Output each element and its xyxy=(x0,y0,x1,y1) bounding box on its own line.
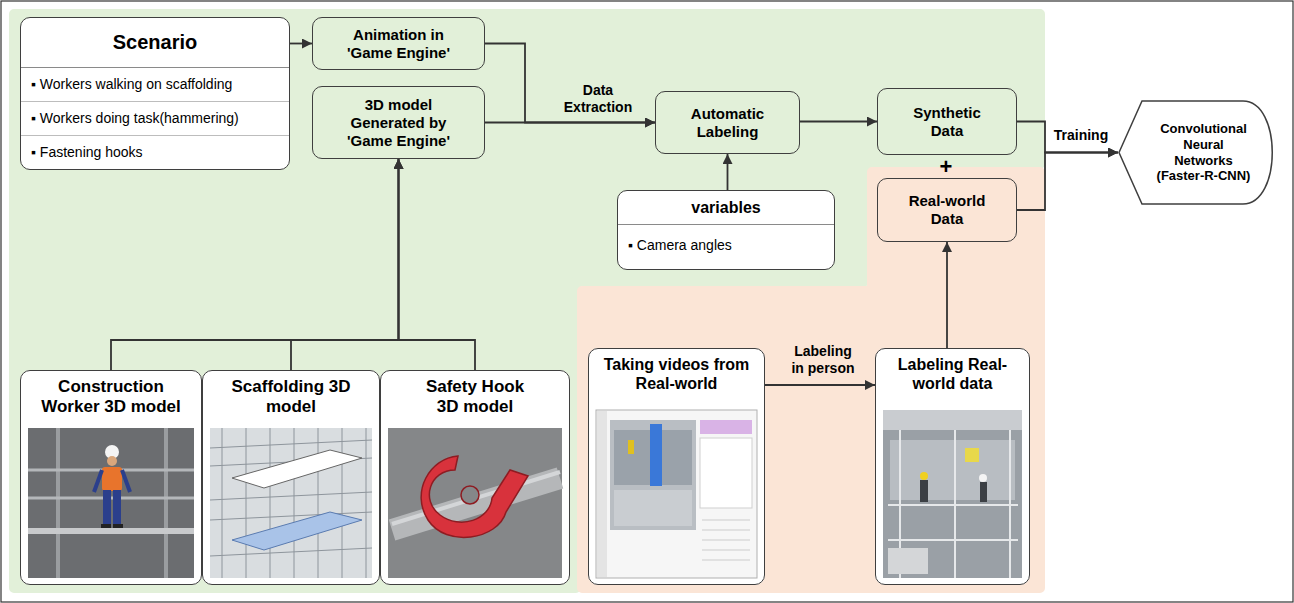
data-box: Real-world Data xyxy=(877,178,1017,242)
box-text: Safety Hook 3D model xyxy=(420,377,530,418)
scaffolding-illustration xyxy=(210,428,372,578)
connector-arrow xyxy=(111,159,399,370)
connector-arrow xyxy=(946,242,948,348)
edge-label: Labeling in person xyxy=(780,343,866,377)
process-box: 3D model Generated by 'Game Engine' xyxy=(312,86,485,159)
process-box: Automatic Labeling xyxy=(655,91,800,154)
box-text: Animation in 'Game Engine' xyxy=(336,26,461,62)
connector-arrow xyxy=(485,122,655,124)
list-item: ▪ Fastening hooks xyxy=(21,136,289,169)
synthetic-region xyxy=(14,14,1040,588)
edge-label: Training xyxy=(1050,127,1112,144)
worker-illustration xyxy=(28,428,194,578)
model-display-shape: Convolutional Neural Networks (Faster-R-… xyxy=(1118,100,1283,205)
plus-sign: + xyxy=(936,156,956,178)
model-box: Construction Worker 3D model xyxy=(20,370,202,585)
list-item: ▪ Camera angles xyxy=(618,225,834,266)
connector-arrow xyxy=(1017,122,1118,153)
box-text: Taking videos from Real-world xyxy=(599,355,754,393)
connector-arrow xyxy=(291,159,399,370)
photo-illustration xyxy=(883,410,1022,578)
data-box: Synthetic Data xyxy=(877,88,1017,155)
edge-label: Data Extraction xyxy=(548,82,648,116)
box-text: Scaffolding 3D model xyxy=(216,377,366,418)
list-heading: Scenario xyxy=(21,18,289,68)
box-fill xyxy=(875,348,1030,585)
scenario-box: Scenario▪ Workers walking on scaffolding… xyxy=(20,17,290,170)
box-text: Labeling Real-world data xyxy=(885,355,1020,393)
model-box: Safety Hook 3D model xyxy=(380,370,570,585)
hook-illustration xyxy=(388,428,562,578)
model-box: Scaffolding 3D model xyxy=(202,370,380,585)
box-fill xyxy=(20,370,202,585)
box-text: Synthetic Data xyxy=(900,104,995,140)
list-item: ▪ Workers doing task(hammering) xyxy=(21,102,289,136)
box-text: Construction Worker 3D model xyxy=(36,377,186,418)
connector-arrow xyxy=(399,159,476,370)
connector-arrow xyxy=(727,154,729,190)
connector-arrow xyxy=(800,121,877,123)
labeling-box: Labeling Real-world data xyxy=(875,348,1030,585)
list-heading: variables xyxy=(618,191,834,225)
box-fill xyxy=(588,348,765,585)
variables-box: variables▪ Camera angles xyxy=(617,190,835,270)
display-outline-path xyxy=(1119,101,1272,204)
real-world-region xyxy=(582,172,1040,588)
screenshot-illustration xyxy=(596,410,757,578)
process-box: Animation in 'Game Engine' xyxy=(312,17,485,70)
box-text: 3D model Generated by 'Game Engine' xyxy=(336,96,461,150)
list-item: ▪ Workers walking on scaffolding xyxy=(21,68,289,102)
connector-arrow xyxy=(485,44,655,123)
box-text: Convolutional Neural Networks (Faster-R-… xyxy=(1154,121,1254,183)
connector-arrow xyxy=(290,43,312,45)
box-text: Automatic Labeling xyxy=(673,105,783,141)
box-fill xyxy=(202,370,380,585)
box-text: Real-world Data xyxy=(900,192,995,228)
connector-arrow xyxy=(765,384,875,386)
video-box: Taking videos from Real-world xyxy=(588,348,765,585)
box-fill xyxy=(380,370,570,585)
connector-arrow xyxy=(1017,153,1118,211)
